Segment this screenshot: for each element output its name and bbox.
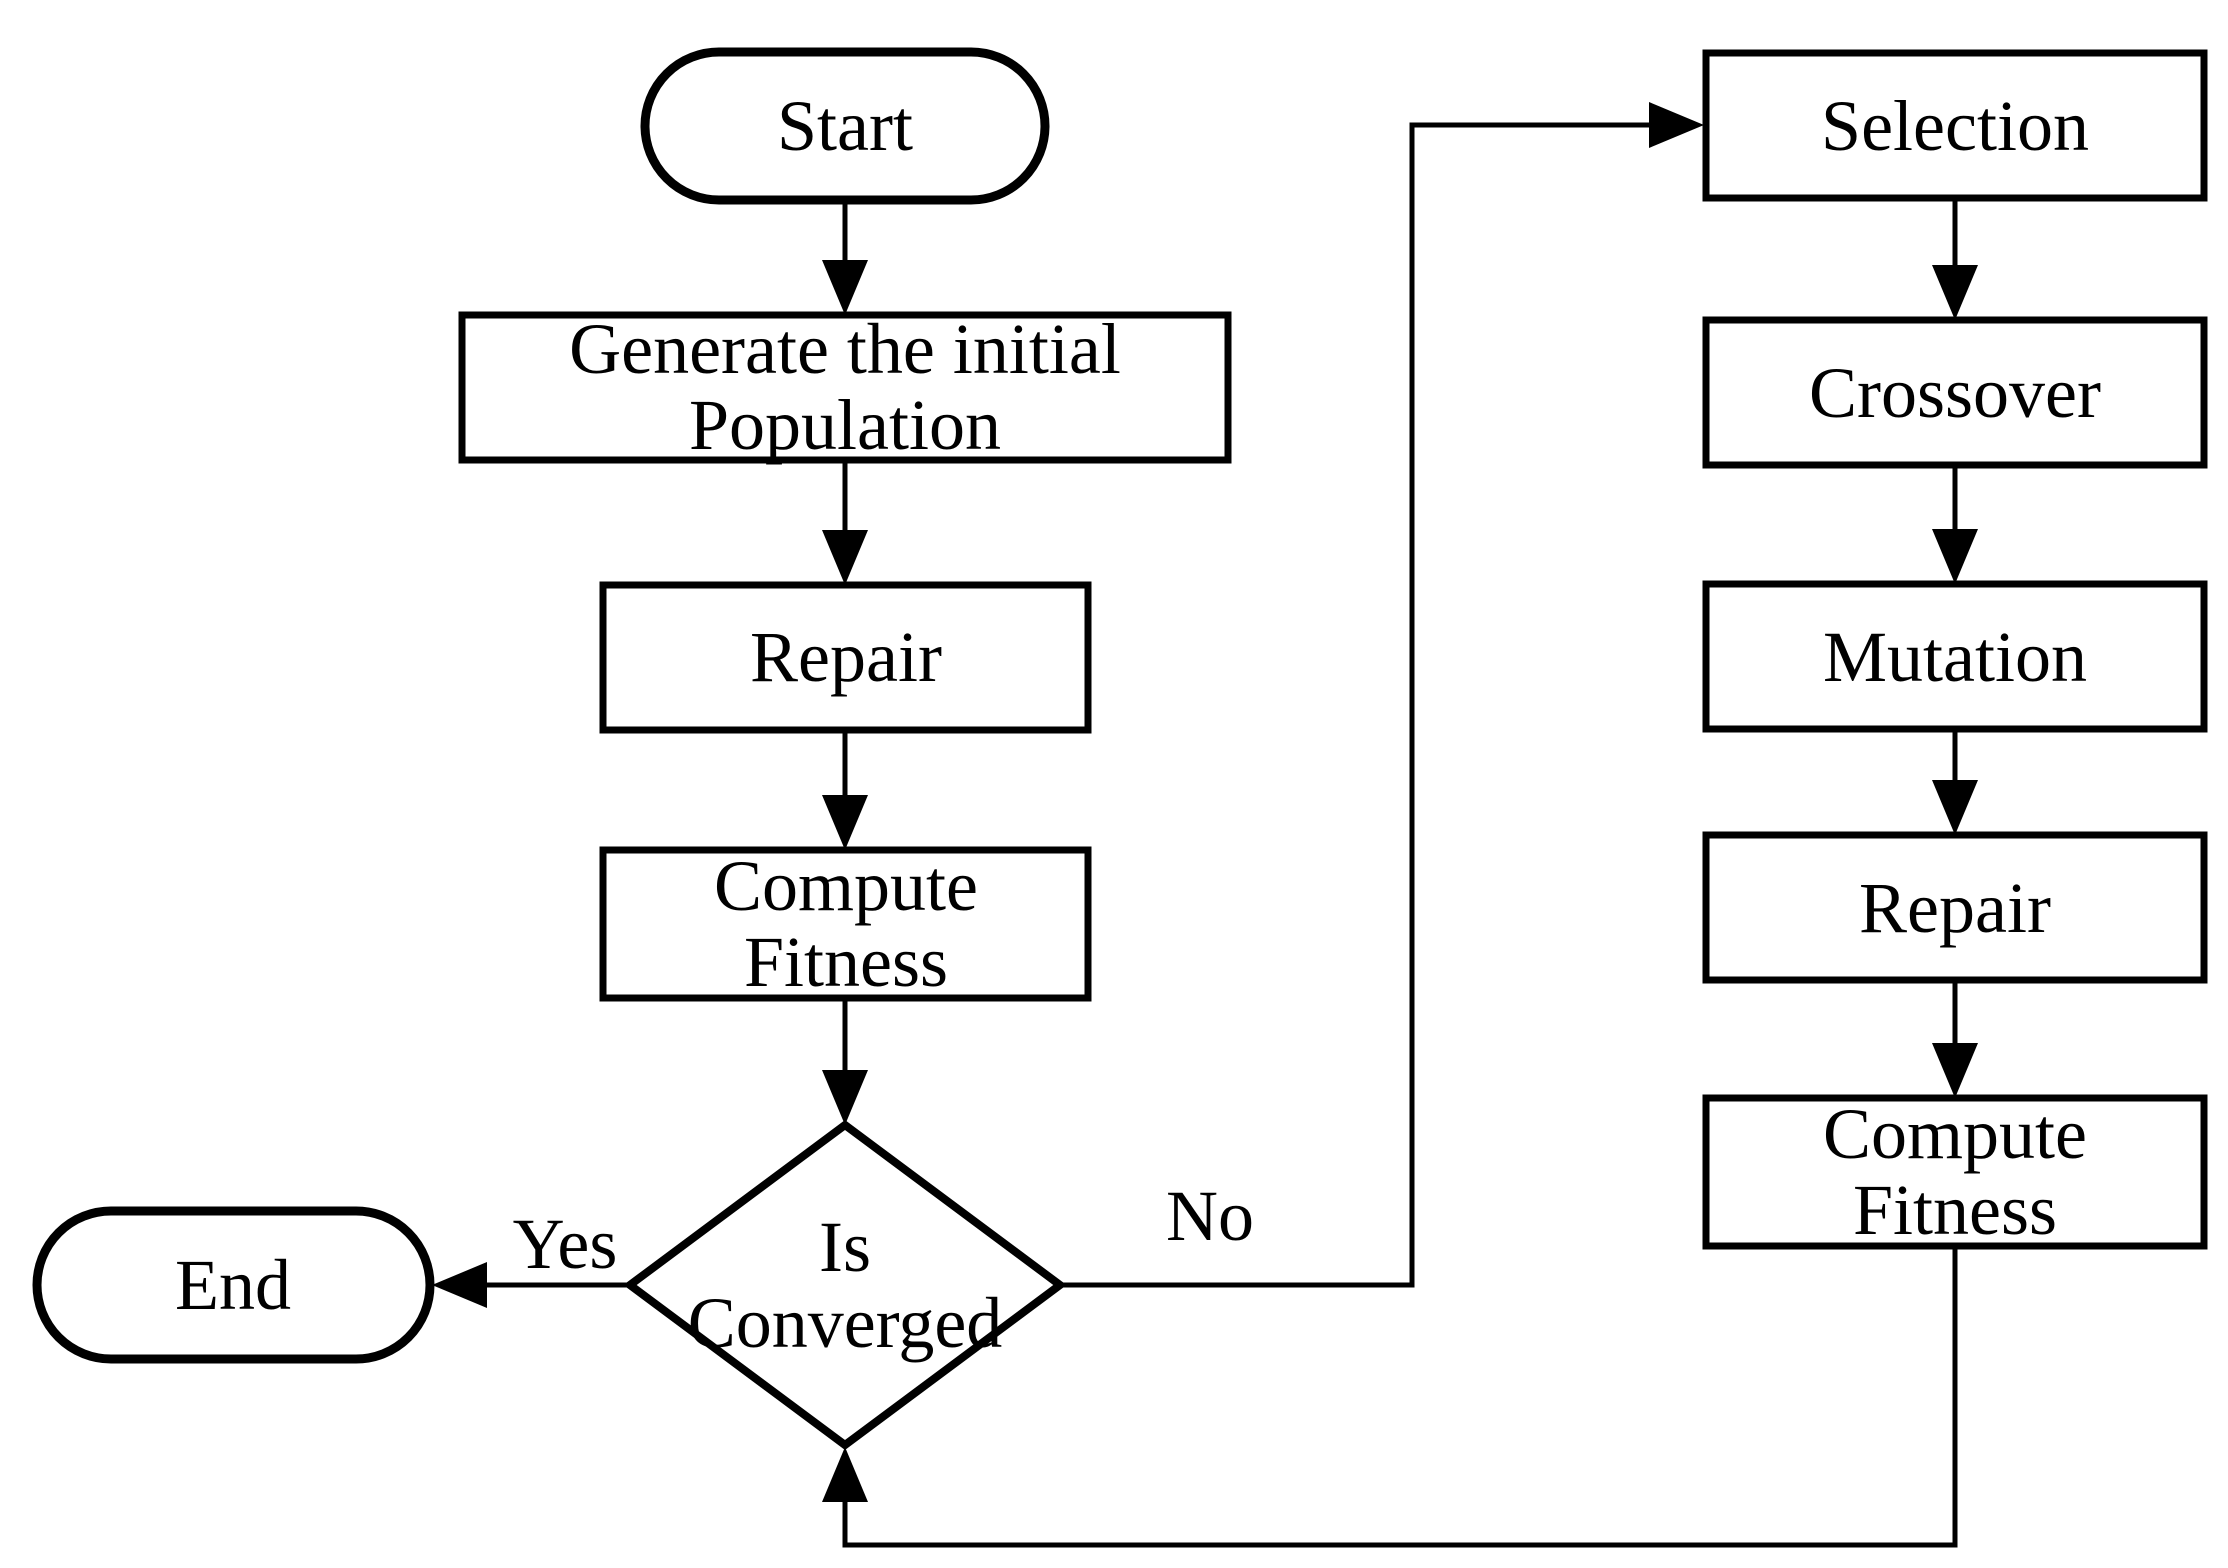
node-generate-label-line2: Population: [689, 385, 1001, 465]
process-shape: [1702, 316, 2208, 469]
node-generate-label-line1: Generate the initial: [569, 309, 1121, 389]
arrowhead-down-icon: [1932, 780, 1978, 835]
edge-label-no: No: [1166, 1176, 1254, 1256]
node-repair-left: Repair: [599, 581, 1092, 734]
decision-diamond-shape: [623, 1120, 1067, 1450]
arrowhead-down-icon: [1932, 529, 1978, 584]
node-repair-right: Repair: [1702, 831, 2208, 984]
edge-start-to-generate: [822, 198, 868, 315]
node-generate-initial-population: Generate the initial Population: [458, 309, 1232, 465]
process-shape: [458, 311, 1232, 464]
process-shape: [1702, 580, 2208, 733]
node-compute-left-label-line2: Fitness: [744, 922, 948, 1002]
process-shape: [1702, 1094, 2208, 1250]
edge-selection-to-crossover: [1932, 196, 1978, 320]
node-converged-label-line1: Is: [819, 1207, 871, 1287]
edge-line: [842, 1244, 1958, 1548]
edge-mutation-to-repair: [1932, 727, 1978, 835]
node-selection-label: Selection: [1821, 86, 2089, 166]
node-compute-left-label-line1: Compute: [714, 846, 978, 926]
node-start-label: Start: [777, 86, 913, 166]
node-compute-fitness-left: Compute Fitness: [599, 846, 1092, 1002]
edge-yes-to-end: Yes: [432, 1204, 630, 1308]
arrowhead-down-icon: [1932, 1043, 1978, 1098]
arrowhead-up-icon: [822, 1447, 868, 1502]
arrowhead-down-icon: [822, 260, 868, 315]
node-crossover-label: Crossover: [1809, 353, 2101, 433]
edge-repair-to-compute: [822, 728, 868, 850]
edge-feedback-loop-to-decision: [822, 1244, 1958, 1548]
edge-compute-to-decision: [822, 996, 868, 1125]
edge-label-yes: Yes: [513, 1204, 618, 1284]
arrowhead-down-icon: [822, 795, 868, 850]
node-converged-label-line2: Converged: [688, 1283, 1003, 1363]
node-mutation-label: Mutation: [1823, 617, 2087, 697]
edge-line: [1060, 122, 1651, 1288]
node-crossover: Crossover: [1702, 316, 2208, 469]
terminator-shape: [32, 1206, 435, 1364]
process-shape: [1702, 831, 2208, 984]
node-repair-left-label: Repair: [750, 617, 942, 697]
edge-repair-to-compute-right: [1932, 978, 1978, 1098]
edge-crossover-to-mutation: [1932, 463, 1978, 584]
terminator-shape: [640, 47, 1050, 205]
node-end-label: End: [175, 1245, 291, 1325]
process-shape: [599, 846, 1092, 1002]
node-start: Start: [640, 47, 1050, 205]
node-compute-right-label-line1: Compute: [1823, 1094, 2087, 1174]
edge-no-to-selection: No: [1060, 102, 1704, 1288]
node-is-converged-decision: Is Converged: [623, 1120, 1067, 1450]
node-compute-fitness-right: Compute Fitness: [1702, 1094, 2208, 1250]
arrowhead-down-icon: [822, 1070, 868, 1125]
edge-generate-to-repair: [822, 458, 868, 585]
node-mutation: Mutation: [1702, 580, 2208, 733]
process-shape: [1702, 49, 2208, 202]
node-repair-right-label: Repair: [1859, 868, 2051, 948]
arrowhead-down-icon: [1932, 265, 1978, 320]
node-end: End: [32, 1206, 435, 1364]
arrowhead-right-icon: [1649, 102, 1704, 148]
arrowhead-left-icon: [432, 1262, 487, 1308]
arrowhead-down-icon: [822, 530, 868, 585]
process-shape: [599, 581, 1092, 734]
node-selection: Selection: [1702, 49, 2208, 202]
node-compute-right-label-line2: Fitness: [1853, 1170, 2057, 1250]
